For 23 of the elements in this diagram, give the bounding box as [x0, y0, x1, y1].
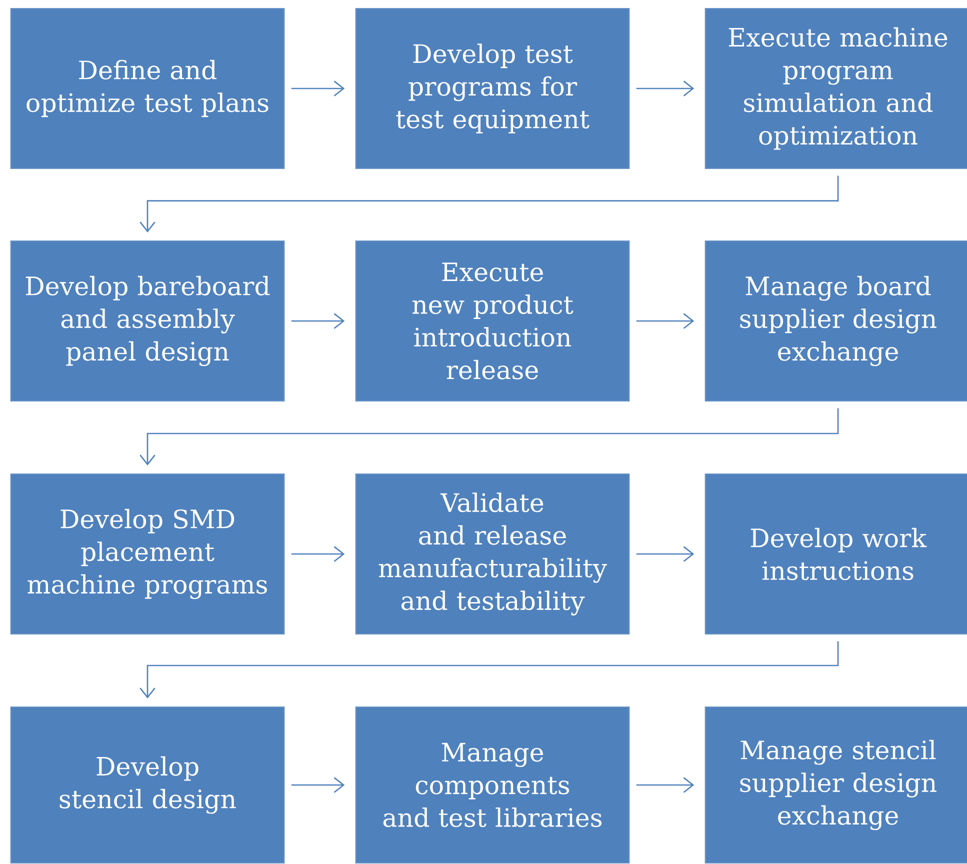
arrow	[140, 408, 839, 466]
arrow	[291, 546, 345, 562]
process-box: Develop test programs for test equipment	[355, 8, 630, 170]
process-box: Execute new product introduction release	[355, 240, 630, 402]
process-box: Develop stencil design	[10, 706, 285, 864]
arrow	[291, 313, 345, 329]
process-box: Validate and release manufacturability and testability	[355, 473, 630, 635]
process-box: Manage stencil supplier design exchange	[704, 706, 967, 864]
arrow	[636, 313, 694, 329]
process-box: Manage components and test libraries	[355, 706, 630, 864]
arrow	[636, 777, 694, 793]
arrow	[636, 80, 694, 96]
arrow	[291, 80, 345, 96]
process-box: Define and optimize test plans	[10, 8, 285, 170]
arrow	[140, 641, 839, 698]
arrow	[636, 546, 694, 562]
arrow	[291, 777, 345, 793]
process-box: Execute machine program simulation and optimization	[704, 8, 967, 170]
arrow	[140, 176, 839, 232]
process-box: Develop work instructions	[704, 473, 967, 635]
process-box: Develop SMD placement machine programs	[10, 473, 285, 635]
process-box: Develop bareboard and assembly panel design	[10, 240, 285, 402]
process-box: Manage board supplier design exchange	[704, 240, 967, 402]
